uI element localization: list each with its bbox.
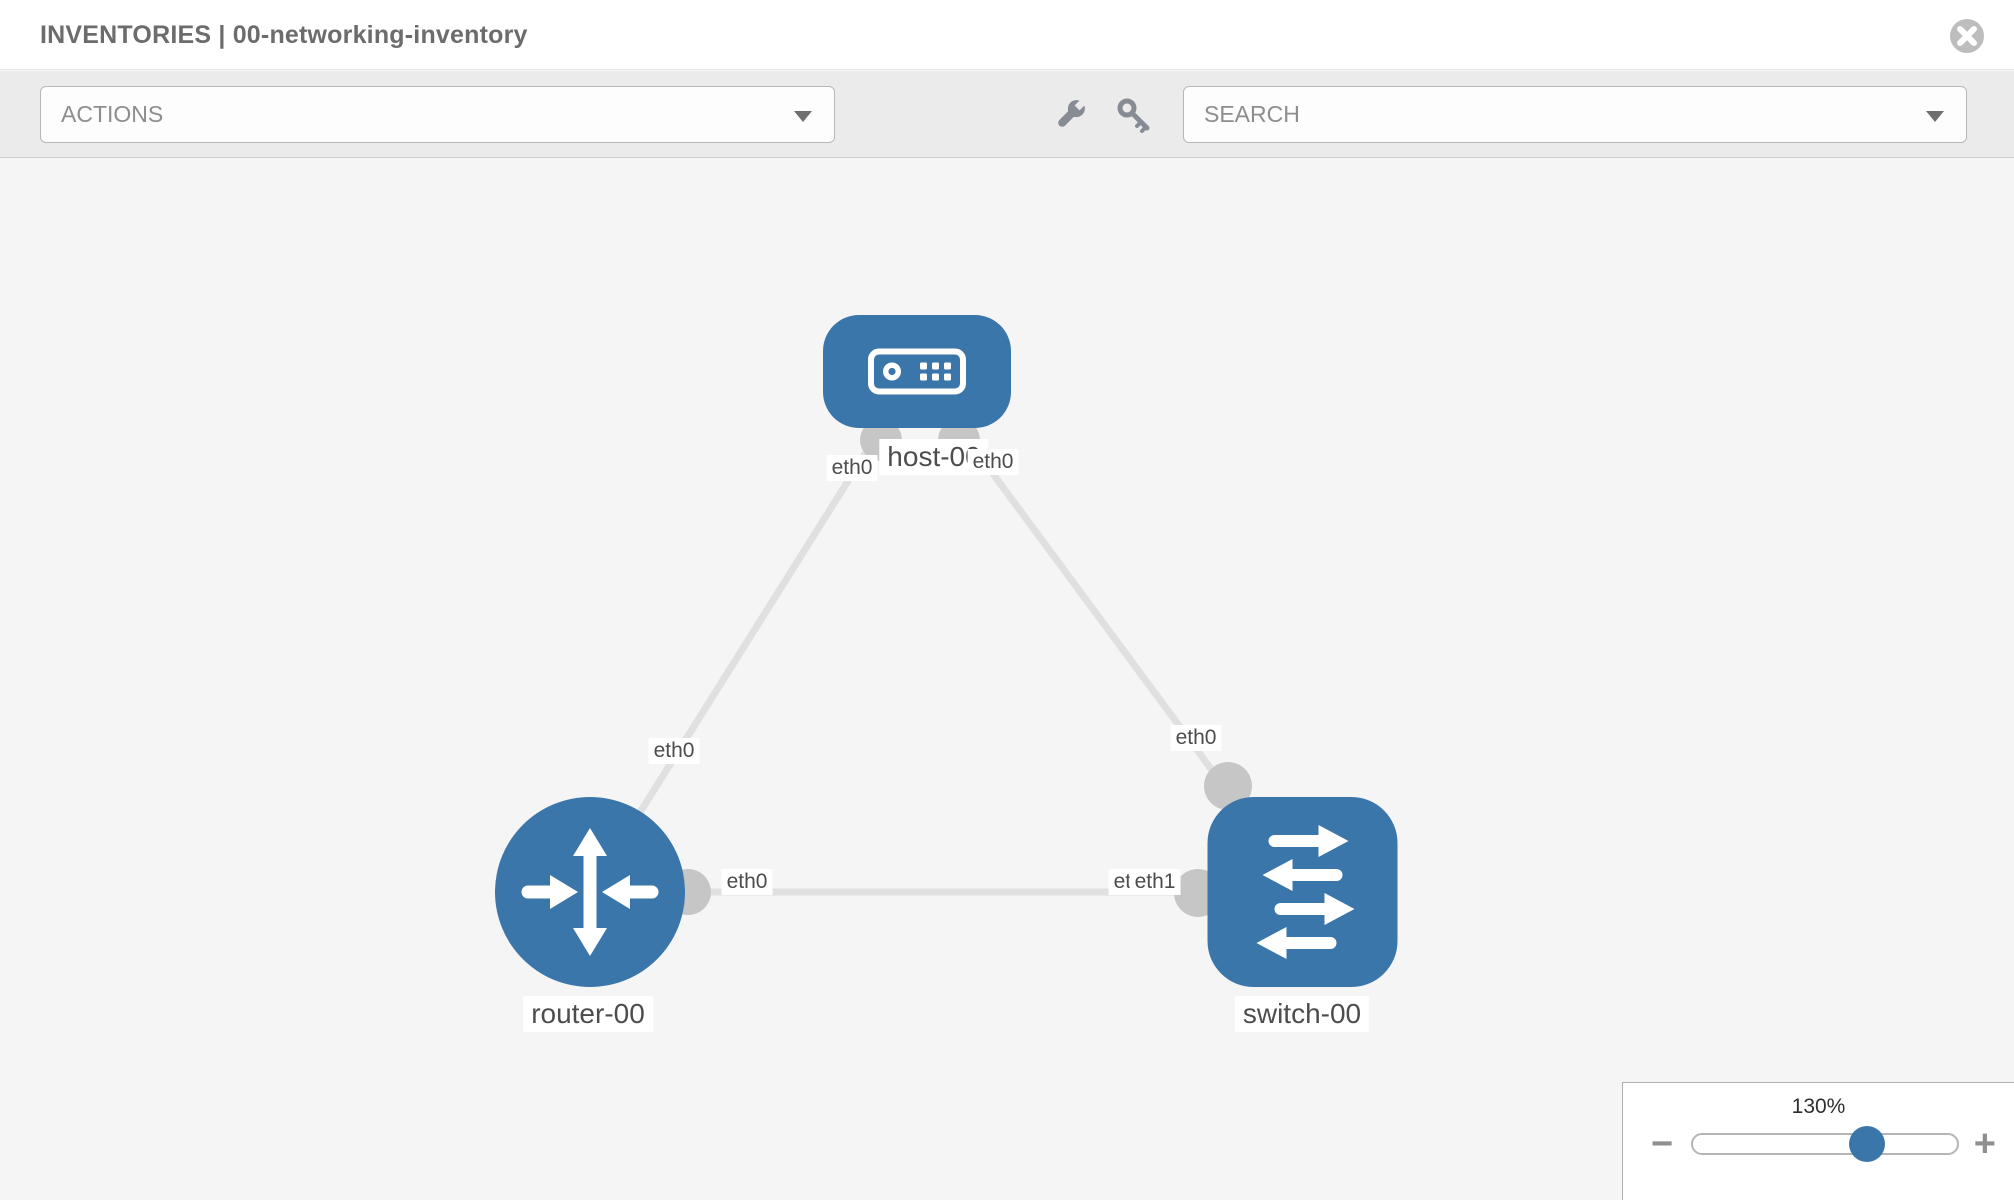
close-icon [1950, 19, 1984, 53]
iface-label-host-to-switch: eth0 [967, 449, 1019, 475]
connector-dot [1204, 762, 1252, 810]
switch-icon [1207, 797, 1398, 987]
topology-canvas[interactable]: host-00 router-00 switch-00 eth0 eth0 et… [0, 158, 2014, 1200]
iface-label-switch-to-router: eth1 [1129, 869, 1181, 895]
zoom-in-button[interactable]: + [1973, 1123, 1996, 1165]
host-label: host-00 [879, 439, 989, 475]
chevron-down-icon [1926, 111, 1944, 122]
switch-label: switch-00 [1234, 996, 1370, 1032]
actions-dropdown-label: ACTIONS [61, 101, 164, 127]
close-button[interactable] [1948, 17, 1986, 55]
iface-label-host-to-router: eth0 [826, 455, 878, 481]
zoom-level: 130% [1791, 1095, 1846, 1118]
key-icon [1117, 98, 1150, 133]
zoom-slider-thumb[interactable] [1849, 1126, 1885, 1162]
chevron-down-icon [794, 111, 812, 122]
tools-button[interactable] [1052, 97, 1088, 133]
host-icon [823, 315, 1011, 428]
iface-label-switch-end-host-link: eth0 [1170, 725, 1222, 751]
zoom-slider-track[interactable] [1691, 1126, 1959, 1162]
node-switch-00[interactable] [1207, 797, 1398, 992]
key-button[interactable] [1116, 97, 1152, 133]
page-title: INVENTORIES | 00-networking-inventory [40, 21, 528, 49]
iface-label-overlap: eth0 eth1 [1108, 869, 1181, 895]
search-dropdown-label: SEARCH [1204, 101, 1300, 127]
router-icon [495, 797, 685, 987]
router-label: router-00 [523, 996, 653, 1032]
zoom-out-button[interactable]: − [1651, 1123, 1674, 1165]
page-header: INVENTORIES | 00-networking-inventory [0, 0, 2014, 70]
search-dropdown[interactable]: SEARCH [1183, 86, 1967, 143]
node-host-00[interactable] [823, 315, 1011, 433]
iface-label-router-end-host-link: eth0 [648, 738, 700, 764]
toolbar: ACTIONS SEARCH [0, 71, 2014, 158]
node-router-00[interactable] [495, 797, 685, 992]
actions-dropdown[interactable]: ACTIONS [40, 86, 835, 143]
wrench-icon [1058, 99, 1086, 127]
iface-label-router-to-switch: eth0 [721, 869, 773, 895]
zoom-panel: 130% − + [1622, 1082, 2014, 1200]
